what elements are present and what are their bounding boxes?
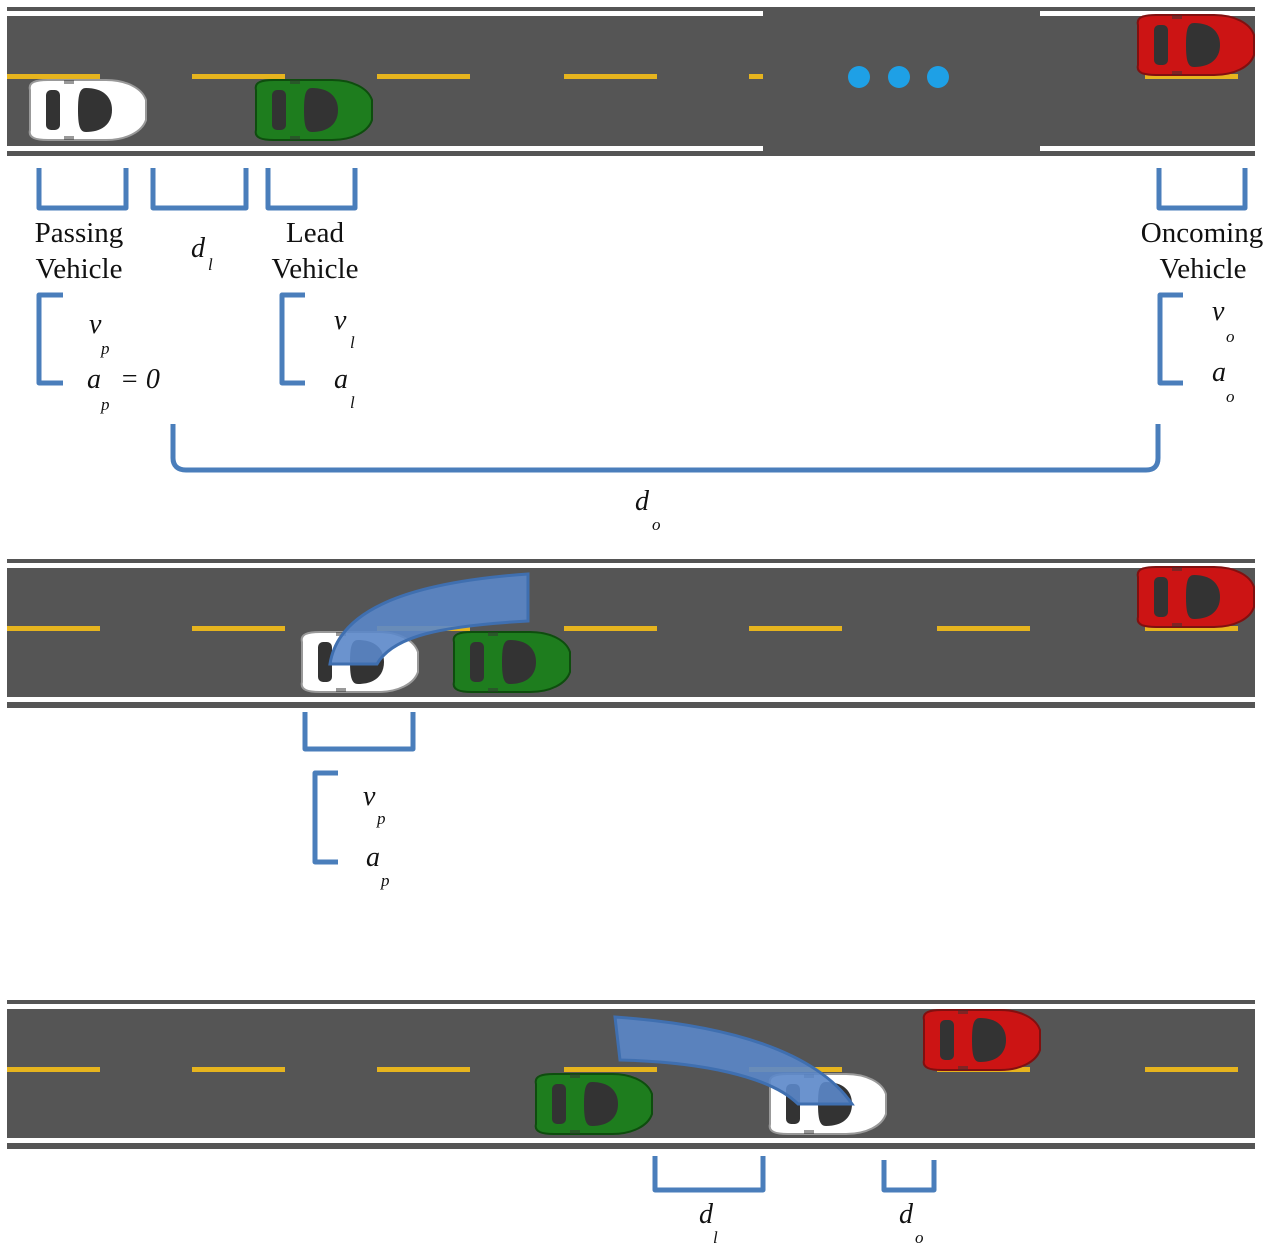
passing-v-subscript-2: p bbox=[376, 809, 386, 828]
passing-a-subscript-2: p bbox=[380, 871, 390, 890]
passing-a-symbol: a bbox=[87, 364, 101, 395]
maneuver-arrow-icon bbox=[328, 572, 530, 666]
oncoming-gap-d-symbol: d bbox=[899, 1199, 914, 1230]
lead-gap-d-symbol: d bbox=[699, 1199, 714, 1230]
passing-a-equals-zero: = 0 bbox=[120, 364, 160, 395]
gap-d-subscript: l bbox=[208, 255, 213, 274]
oncoming-a-symbol: a bbox=[1212, 357, 1226, 388]
oncoming-gap-bracket bbox=[881, 1160, 937, 1193]
passing-vehicle-bracket bbox=[36, 168, 129, 211]
passing-vehicle-label-line2: Vehicle bbox=[36, 253, 123, 285]
passing-vars-bracket-2 bbox=[312, 770, 338, 865]
lead-gap-bracket bbox=[652, 1156, 766, 1193]
ellipsis-dots-icon bbox=[848, 66, 949, 88]
oncoming-vehicle-label-line2: Vehicle bbox=[1160, 253, 1247, 285]
passing-a-symbol-2: a bbox=[366, 842, 380, 873]
oncoming-distance-d-subscript: o bbox=[652, 515, 661, 534]
oncoming-vehicle-label-line1: Oncoming bbox=[1141, 217, 1263, 249]
lead-vehicle-label-line1: Lead bbox=[286, 217, 344, 249]
lead-vehicle-label-line2: Vehicle bbox=[272, 253, 359, 285]
lead-v-symbol: v bbox=[334, 305, 347, 336]
maneuver-arrow-icon bbox=[613, 1015, 855, 1106]
oncoming-vars-bracket bbox=[1157, 292, 1183, 386]
gap-d-symbol: d bbox=[191, 233, 206, 264]
white-car-icon bbox=[28, 79, 147, 141]
road-panel-2 bbox=[7, 559, 1255, 708]
passing-vars-bracket bbox=[36, 292, 63, 386]
passing-vehicle-label-line1: Passing bbox=[35, 217, 124, 249]
lead-gap-d-subscript: l bbox=[713, 1228, 718, 1247]
green-car-icon bbox=[534, 1073, 653, 1135]
oncoming-gap-d-subscript: o bbox=[915, 1228, 924, 1247]
lead-a-symbol: a bbox=[334, 364, 348, 395]
passing-v-symbol-2: v bbox=[363, 781, 376, 812]
lead-vehicle-bracket bbox=[265, 168, 358, 211]
oncoming-v-subscript: o bbox=[1226, 327, 1235, 346]
oncoming-v-symbol: v bbox=[1212, 296, 1225, 327]
passing-v-symbol: v bbox=[89, 309, 102, 340]
passing-vehicle-bracket-2 bbox=[302, 712, 416, 752]
lead-vars-bracket bbox=[279, 292, 305, 386]
road-panel-1 bbox=[7, 7, 1255, 156]
oncoming-a-subscript: o bbox=[1226, 387, 1235, 406]
oncoming-distance-d-symbol: d bbox=[635, 486, 650, 517]
red-car-icon bbox=[1136, 566, 1255, 628]
green-car-icon bbox=[452, 631, 571, 693]
red-car-icon bbox=[1136, 14, 1255, 76]
oncoming-vehicle-bracket bbox=[1156, 168, 1248, 211]
red-car-icon bbox=[922, 1009, 1041, 1071]
passing-v-subscript: p bbox=[100, 339, 110, 358]
lead-v-subscript: l bbox=[350, 333, 355, 352]
gap-bracket bbox=[150, 168, 249, 211]
oncoming-distance-bracket bbox=[170, 424, 1161, 473]
green-car-icon bbox=[254, 79, 373, 141]
passing-a-subscript: p bbox=[100, 395, 110, 414]
lead-a-subscript: l bbox=[350, 393, 355, 412]
